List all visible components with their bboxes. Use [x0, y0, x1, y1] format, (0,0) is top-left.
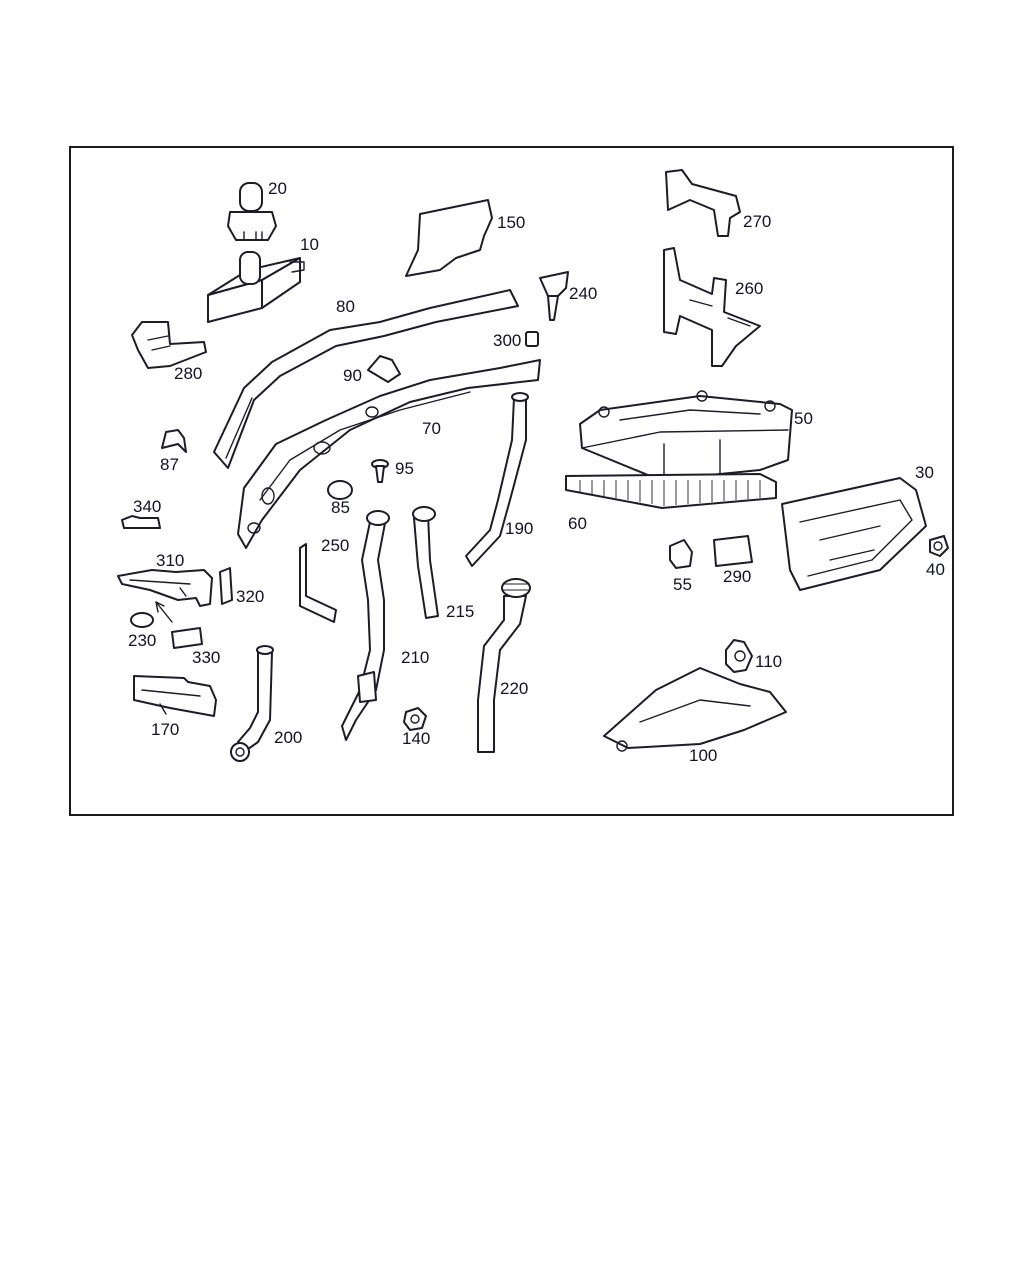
- part-210: [341, 510, 390, 741]
- part-70: [237, 359, 541, 549]
- callout-240: 240: [569, 284, 597, 303]
- callout-170: 170: [151, 720, 179, 739]
- part-320: [219, 567, 233, 605]
- callout-110: 110: [755, 652, 782, 671]
- part-50: [579, 390, 793, 481]
- callout-280: 280: [174, 364, 202, 383]
- callout-190: 190: [505, 519, 533, 538]
- callout-290: 290: [723, 567, 751, 586]
- part-280: [131, 321, 207, 369]
- callout-140: 140: [402, 729, 430, 748]
- part-250: [299, 543, 337, 623]
- part-340: [121, 515, 161, 529]
- callout-40: 40: [926, 560, 945, 579]
- callout-70: 70: [422, 419, 441, 438]
- part-200: [230, 645, 274, 762]
- callout-100: 100: [689, 746, 717, 765]
- part-55: [669, 539, 693, 569]
- callout-80: 80: [336, 297, 355, 316]
- callout-260: 260: [735, 279, 763, 298]
- part-140: [403, 707, 427, 731]
- part-215: [412, 506, 439, 619]
- callout-210: 210: [401, 648, 429, 667]
- part-95: [371, 459, 389, 483]
- part-330: [171, 627, 203, 649]
- part-20: [227, 182, 277, 241]
- part-270: [665, 169, 741, 237]
- callout-30: 30: [915, 463, 934, 482]
- callout-60: 60: [568, 514, 587, 533]
- part-80: [213, 289, 519, 469]
- callout-20: 20: [268, 179, 287, 198]
- callout-55: 55: [673, 575, 692, 594]
- part-300: [525, 331, 539, 347]
- part-240: [539, 271, 569, 321]
- callout-320: 320: [236, 587, 264, 606]
- callout-200: 200: [274, 728, 302, 747]
- part-220: [477, 578, 531, 753]
- callout-310: 310: [156, 551, 184, 570]
- part-170: [133, 675, 217, 717]
- part-87: [161, 429, 187, 453]
- part-230: [130, 612, 154, 628]
- callout-300: 300: [493, 331, 521, 350]
- part-10: [207, 251, 305, 323]
- part-100: [603, 667, 787, 752]
- callout-220: 220: [500, 679, 528, 698]
- callout-90: 90: [343, 366, 362, 385]
- arrow-indicator: [155, 601, 173, 623]
- part-60: [565, 473, 777, 509]
- callout-250: 250: [321, 536, 349, 555]
- callout-340: 340: [133, 497, 161, 516]
- callout-150: 150: [497, 213, 525, 232]
- part-90: [367, 355, 401, 383]
- callout-270: 270: [743, 212, 771, 231]
- part-290: [713, 535, 753, 567]
- callout-230: 230: [128, 631, 156, 650]
- callout-95: 95: [395, 459, 414, 478]
- callout-215: 215: [446, 602, 474, 621]
- callout-10: 10: [300, 235, 319, 254]
- part-110: [725, 639, 753, 673]
- part-310: [117, 569, 213, 607]
- callout-50: 50: [794, 409, 813, 428]
- callout-330: 330: [192, 648, 220, 667]
- part-40: [929, 535, 949, 557]
- part-85: [327, 480, 353, 500]
- part-150: [405, 199, 493, 277]
- part-30: [781, 477, 927, 591]
- part-260: [663, 247, 761, 367]
- part-190: [465, 392, 529, 567]
- callout-87: 87: [160, 455, 179, 474]
- callout-85: 85: [331, 498, 350, 517]
